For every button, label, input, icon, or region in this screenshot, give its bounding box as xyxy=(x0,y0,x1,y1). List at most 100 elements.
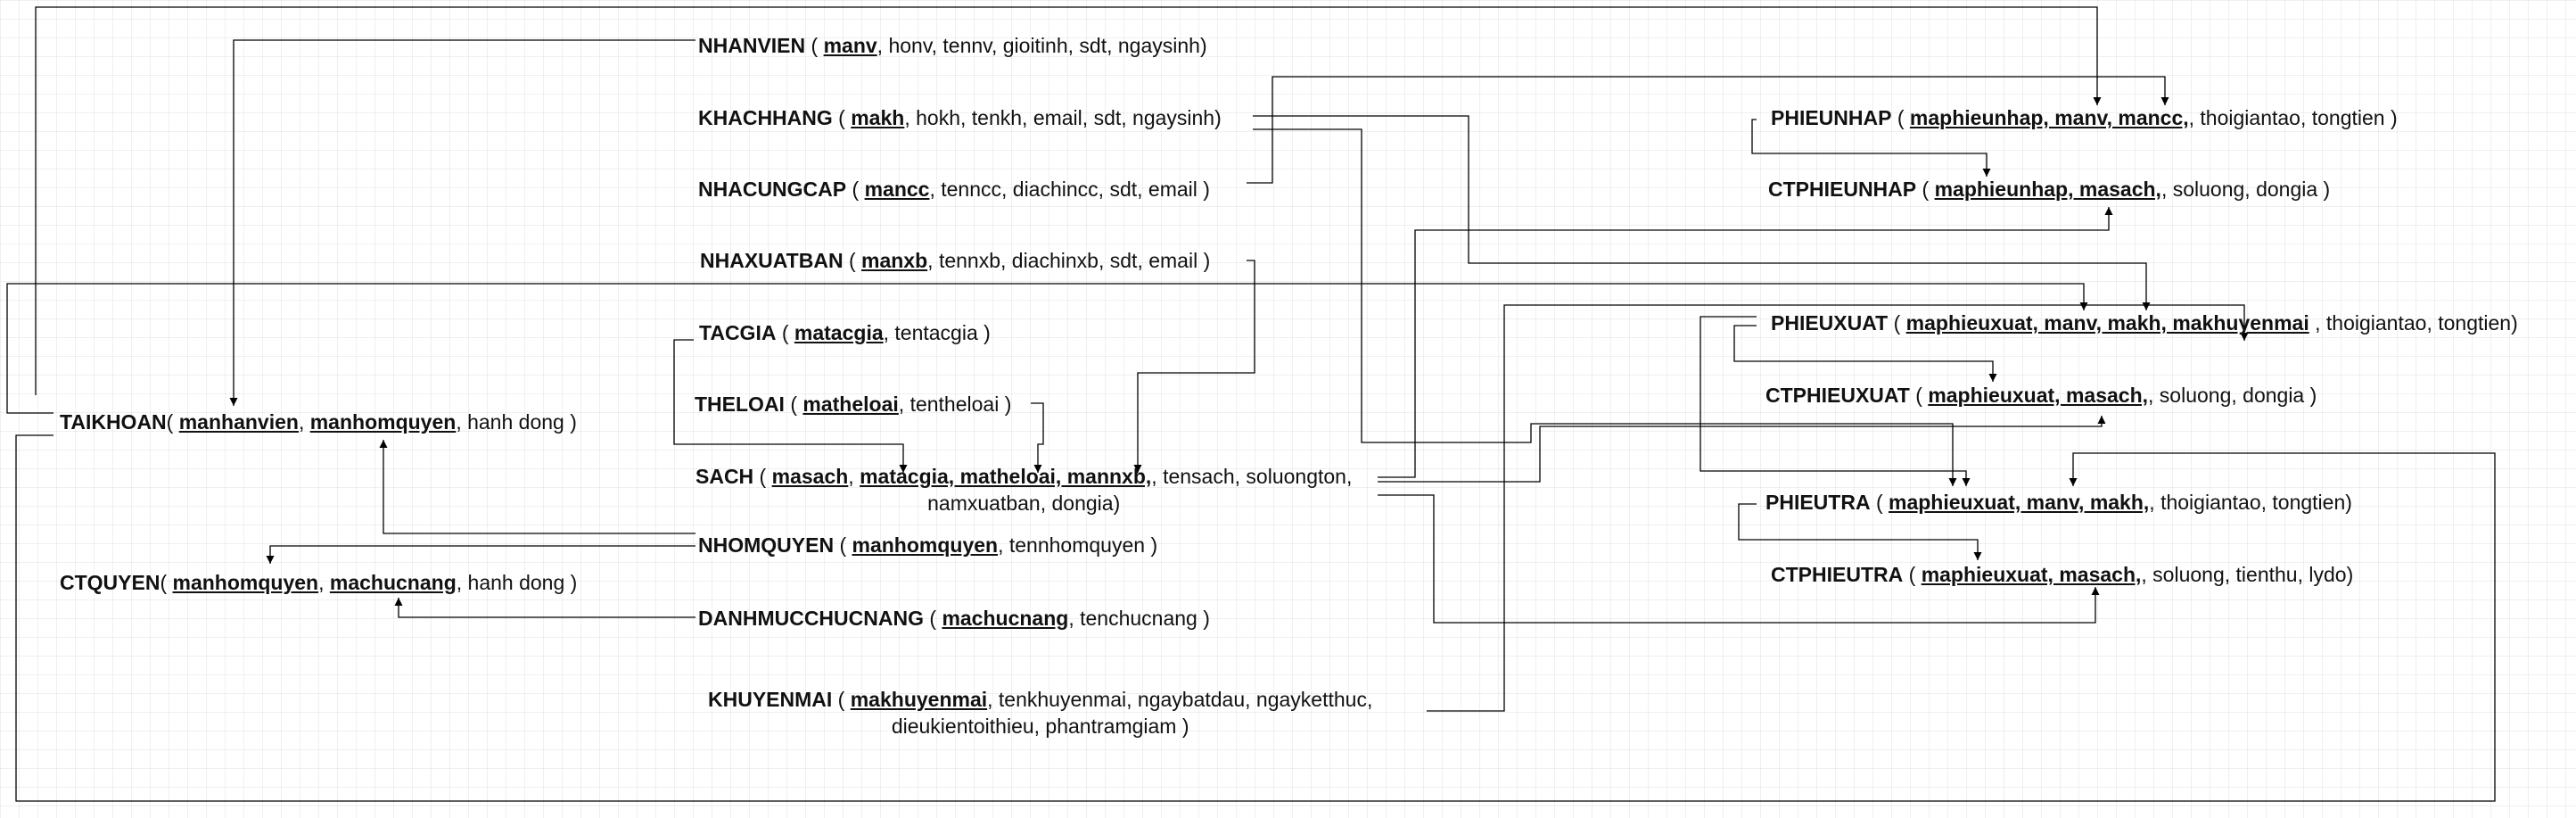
entity-sach[interactable]: SACH ( masach, matacgia, matheloai, mann… xyxy=(695,465,1353,515)
entity-khuyenmai[interactable]: KHUYENMAI ( makhuyenmai, tenkhuyenmai, n… xyxy=(708,688,1373,738)
attribute: honv xyxy=(888,34,932,57)
primary-key: matacgia xyxy=(794,321,884,344)
edge-tacgia-sach xyxy=(673,339,908,473)
attribute: thoigiantao xyxy=(2160,491,2261,514)
attribute: soluongton, xyxy=(1246,465,1353,488)
attribute: tentheloai xyxy=(909,392,1000,416)
edge-sach-ctphieuxuat xyxy=(1378,416,2106,483)
attribute: hokh xyxy=(916,106,960,129)
entity-name: PHIEUTRA xyxy=(1765,491,1871,514)
attribute: diachincc xyxy=(1012,178,1099,201)
entity-name: CTPHIEUNHAP xyxy=(1768,178,1917,201)
entity-phieunhap[interactable]: PHIEUNHAP ( maphieunhap, manv, mancc,, t… xyxy=(1771,106,2398,129)
edge-sach-ctphieunhap xyxy=(1378,207,2113,478)
edge-nhaxuatban-sach xyxy=(1133,260,1255,473)
edge-khuyenmai-phieuxuat xyxy=(1427,304,2249,712)
attribute: gioitinh xyxy=(1002,34,1068,57)
edge-line xyxy=(1031,402,1044,473)
primary-key: maphieuxuat, masach, xyxy=(1921,563,2142,586)
entity-ctphieuxuat[interactable]: CTPHIEUXUAT ( maphieuxuat, masach,, solu… xyxy=(1765,384,2317,407)
entity-ctphieunhap[interactable]: CTPHIEUNHAP ( maphieunhap, masach,, solu… xyxy=(1768,178,2331,201)
entity-name: SACH xyxy=(695,465,754,488)
entity-nhacungcap[interactable]: NHACUNGCAP ( mancc, tenncc, diachincc, s… xyxy=(698,178,1210,201)
arrowhead xyxy=(2093,97,2102,105)
open-paren: ( xyxy=(923,607,942,630)
entity-name: PHIEUXUAT xyxy=(1771,311,1889,335)
open-paren: ( xyxy=(832,688,851,711)
primary-key: makh xyxy=(851,106,905,129)
open-paren: ( xyxy=(1903,563,1922,586)
open-paren: ( xyxy=(1909,384,1929,407)
edge-line xyxy=(233,39,695,406)
close-paren: ) xyxy=(1214,106,1222,129)
entity-theloai[interactable]: THELOAI ( matheloai, tentheloai ) xyxy=(695,392,1012,416)
entity-phieuxuat[interactable]: PHIEUXUAT ( maphieuxuat, manv, makh, mak… xyxy=(1771,311,2518,335)
entity-name: TAIKHOAN xyxy=(60,410,167,434)
attribute: soluong xyxy=(2172,178,2245,201)
attribute: email xyxy=(1148,249,1198,272)
primary-key: manhomquyen xyxy=(172,571,319,594)
entity-line-2: namxuatban, dongia) xyxy=(927,492,1121,515)
edge-khachhang-phieutra xyxy=(1253,128,1957,486)
arrowhead xyxy=(2079,302,2088,310)
entity-name: NHANVIEN xyxy=(698,34,806,57)
edge-phieunhap-ctphieunhap xyxy=(1751,119,1991,177)
entity-tacgia[interactable]: TACGIA ( matacgia, tentacgia ) xyxy=(699,321,991,344)
entity-phieutra[interactable]: PHIEUTRA ( maphieuxuat, manv, makh,, tho… xyxy=(1765,491,2352,514)
entity-name: NHACUNGCAP xyxy=(698,178,847,201)
entity-name: TACGIA xyxy=(699,321,777,344)
arrowhead xyxy=(2069,478,2078,486)
edge-line xyxy=(1700,316,1967,486)
attribute: tenncc xyxy=(941,178,1001,201)
attribute: soluong xyxy=(2159,384,2232,407)
edge-nhanvien-taikhoan xyxy=(229,39,695,406)
attribute: tensach xyxy=(1163,465,1235,488)
close-paren: ) xyxy=(2511,311,2518,335)
close-paren: ) xyxy=(1197,607,1210,630)
close-paren: ) xyxy=(564,571,578,594)
arrowhead xyxy=(229,398,238,406)
close-paren: ) xyxy=(2384,106,2398,129)
entity-taikhoan[interactable]: TAIKHOAN( manhanvien, manhomquyen, hanh … xyxy=(60,410,577,434)
entity-ctquyen[interactable]: CTQUYEN( manhomquyen, machucnang, hanh d… xyxy=(60,571,578,594)
arrowhead xyxy=(1133,465,1142,473)
attribute: hanh dong xyxy=(467,571,565,594)
attribute: ngaysinh xyxy=(1117,34,1200,57)
attribute: soluong xyxy=(2152,563,2225,586)
entity-name: THELOAI xyxy=(695,392,785,416)
entity-nhomquyen[interactable]: NHOMQUYEN ( manhomquyen, tennhomquyen ) xyxy=(698,533,1158,557)
edge-line xyxy=(1247,76,2166,184)
attribute: , thoigiantao xyxy=(2315,311,2427,335)
entity-khachhang[interactable]: KHACHHANG ( makh, hokh, tenkh, email, sd… xyxy=(698,106,1222,129)
open-paren: ( xyxy=(846,178,865,201)
open-paren: ( xyxy=(1891,106,1910,129)
entity-name: KHUYENMAI xyxy=(708,688,833,711)
arrowhead xyxy=(1982,169,1991,177)
primary-key: matacgia, matheloai, mannxb, xyxy=(860,465,1152,488)
entity-ctphieutra[interactable]: CTPHIEUTRA ( maphieuxuat, masach,, soluo… xyxy=(1771,563,2354,586)
edge-line xyxy=(1733,325,1994,382)
entity-danhmucchucnang[interactable]: DANHMUCCHUCNANG ( machucnang, tenchucnan… xyxy=(698,607,1210,630)
edge-phieuxuat-ctphieuxuat xyxy=(1733,325,1997,382)
entity-name: DANHMUCCHUCNANG xyxy=(698,607,924,630)
attribute: tongtien xyxy=(2311,106,2385,129)
primary-key: maphieuxuat, manv, makh, makhuyenmai xyxy=(1905,311,2309,335)
entity-nhanvien[interactable]: NHANVIEN ( manv, honv, tennv, gioitinh, … xyxy=(698,34,1207,57)
arrowhead xyxy=(266,556,275,564)
primary-key: manv xyxy=(823,34,877,57)
entity-line-2: dieukientoithieu, phantramgiam ) xyxy=(891,715,1189,738)
arrowhead xyxy=(394,598,403,606)
entity-name: PHIEUNHAP xyxy=(1771,106,1892,129)
edge-nhanvien-phieunhap xyxy=(35,6,2102,395)
attribute: tennxb xyxy=(938,249,1000,272)
close-paren: ) xyxy=(999,392,1012,416)
attribute: sdt xyxy=(1079,34,1107,57)
attribute: hanh dong xyxy=(467,410,564,434)
attribute: dongia xyxy=(2256,178,2318,201)
edge-line xyxy=(1378,416,2103,483)
entity-nhaxuatban[interactable]: NHAXUATBAN ( manxb, tennxb, diachinxb, s… xyxy=(700,249,1211,272)
attribute: tienthu xyxy=(2235,563,2298,586)
attribute: tennv xyxy=(942,34,992,57)
arrowhead xyxy=(1988,374,1997,382)
